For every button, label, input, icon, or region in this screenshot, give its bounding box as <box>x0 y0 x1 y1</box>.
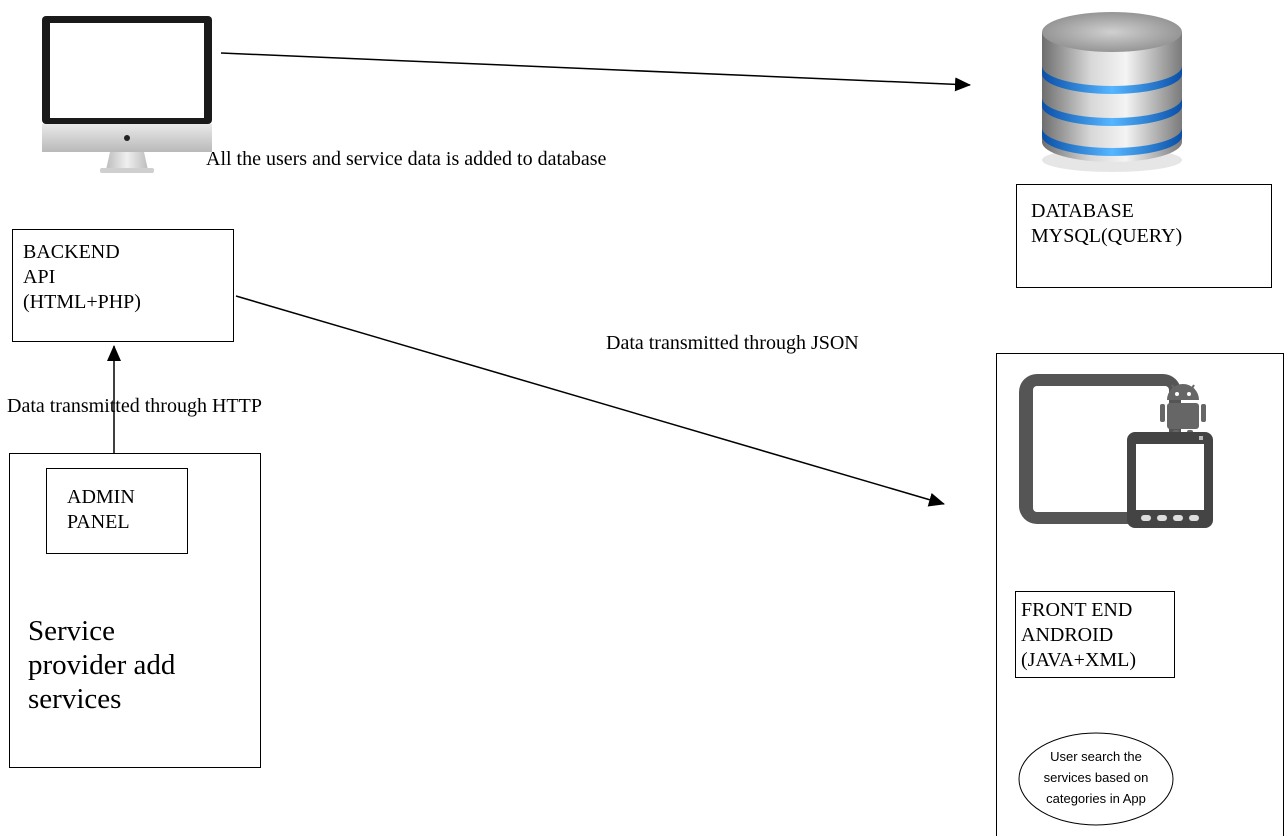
arrow-computer-to-database <box>220 52 971 92</box>
service-provider-label: Service provider add services <box>28 615 176 715</box>
admin-panel-box: ADMIN PANEL <box>46 468 188 554</box>
imac-computer-icon <box>40 12 216 177</box>
backend-label-line3: (HTML+PHP) <box>23 291 141 313</box>
admin-label-line1: ADMIN <box>67 486 135 508</box>
database-label-line2: MYSQL(QUERY) <box>1031 225 1183 247</box>
backend-label-line2: API <box>23 266 56 288</box>
frontend-label-line1: FRONT END <box>1021 599 1133 621</box>
monitor-caption: All the users and service data is added … <box>206 148 607 170</box>
backend-api-box: BACKEND API (HTML+PHP) <box>12 229 234 342</box>
user-search-label: User search the services based on catego… <box>1043 749 1149 806</box>
json-caption: Data transmitted through JSON <box>606 332 859 354</box>
http-caption: Data transmitted through HTTP <box>7 395 262 417</box>
android-tablet-phone-icon <box>1017 370 1257 530</box>
service-provider-box: ADMIN PANEL Service provider add service… <box>9 453 261 768</box>
frontend-label-line3: (JAVA+XML) <box>1021 649 1136 671</box>
frontend-label-box: FRONT END ANDROID (JAVA+XML) <box>1015 591 1175 678</box>
database-label-line1: DATABASE <box>1031 200 1134 222</box>
database-box: DATABASE MYSQL(QUERY) <box>1016 184 1272 288</box>
frontend-label-line2: ANDROID <box>1021 624 1114 646</box>
admin-label-line2: PANEL <box>67 511 130 533</box>
database-stack-icon <box>1026 2 1198 174</box>
frontend-app-box: FRONT END ANDROID (JAVA+XML) User search… <box>996 353 1284 836</box>
user-search-ellipse: User search the services based on catego… <box>1017 731 1175 827</box>
backend-label-line1: BACKEND <box>23 241 120 263</box>
arrow-backend-to-frontend <box>235 295 945 507</box>
